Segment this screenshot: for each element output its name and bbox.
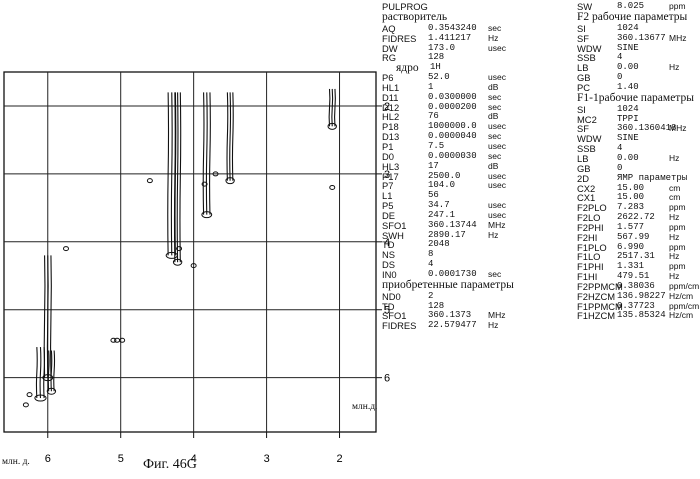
x-tick-label: 6 <box>45 453 51 465</box>
param-key: RG <box>382 53 396 63</box>
contour-blob <box>115 338 120 342</box>
param-row: P17.5usec <box>382 142 582 152</box>
param-row: TD2048 <box>382 240 582 250</box>
param-row: ядро1H <box>382 63 582 73</box>
param-section-heading: растворитель <box>382 12 447 23</box>
y-axis-unit-label: млн.д. <box>352 402 377 412</box>
param-row: растворитель <box>382 12 582 24</box>
x-tick-label: 2 <box>337 453 343 465</box>
contour-streak <box>177 92 178 262</box>
param-row: FIDRES1.411217Hz <box>382 34 582 44</box>
param-row: L156 <box>382 191 582 201</box>
param-row: F1HZCM135.85324Hz/cm <box>577 311 699 321</box>
y-tick-label: 6 <box>384 373 390 385</box>
param-row: DE247.1usec <box>382 211 582 221</box>
param-row: HL276dB <box>382 112 582 122</box>
x-axis-unit-label: млн. д. <box>2 457 30 467</box>
contour-blob <box>23 403 28 407</box>
axis-ticks: 6543223456 <box>45 101 390 465</box>
param-row: P652.0usec <box>382 73 582 83</box>
contour-streak <box>210 92 211 214</box>
param-row: P7104.0usec <box>382 181 582 191</box>
param-section-heading: F2 рабочие параметры <box>577 12 687 23</box>
param-row: TD128 <box>382 302 582 312</box>
param-unit: usec <box>488 44 506 54</box>
contour-streak <box>332 89 333 126</box>
param-unit: Hz <box>669 63 679 73</box>
contour-streak <box>180 92 181 262</box>
plot-grid <box>4 72 376 432</box>
param-row: ND02 <box>382 292 582 302</box>
param-row: DW173.0usec <box>382 44 582 54</box>
param-row: D120.0000200sec <box>382 103 582 113</box>
param-section-heading: приобретенные параметры <box>382 280 514 291</box>
param-row: SFO1360.13744MHz <box>382 221 582 231</box>
param-row: DS4 <box>382 260 582 270</box>
contour-streak <box>206 92 207 214</box>
param-row: LB0.00Hz <box>577 154 699 164</box>
param-row: P534.7usec <box>382 201 582 211</box>
x-tick-label: 3 <box>264 453 270 465</box>
param-row: D00.0000030sec <box>382 152 582 162</box>
param-unit: MHz <box>669 34 686 44</box>
param-row: D130.0000040sec <box>382 132 582 142</box>
param-row: HL11dB <box>382 83 582 93</box>
param-row: F1-1рабочие параметры <box>577 93 699 105</box>
contour-streak <box>171 92 172 255</box>
param-row: P172500.0usec <box>382 172 582 182</box>
contour-blob <box>27 393 32 397</box>
param-unit: usec <box>488 181 506 191</box>
param-unit: Hz/cm <box>669 311 693 321</box>
param-unit: MHz <box>669 124 686 134</box>
figure-caption: Фиг. 46G <box>143 457 197 473</box>
contour-streak <box>40 347 41 398</box>
param-row: LB0.00Hz <box>577 63 699 73</box>
param-row: D110.0300000sec <box>382 93 582 103</box>
param-row: приобретенные параметры <box>382 280 582 292</box>
param-key: F1HZCM <box>577 311 615 321</box>
param-row: NS8 <box>382 250 582 260</box>
contour-streak <box>48 350 49 391</box>
param-row: SWH2890.17Hz <box>382 231 582 241</box>
contour-blob <box>147 179 152 183</box>
contour-blob <box>64 247 69 251</box>
contour-blob <box>330 185 335 189</box>
acquisition-parameters-column: PULPROGрастворительAQ0.3543240secFIDRES1… <box>382 2 582 331</box>
param-section-heading: F1-1рабочие параметры <box>577 93 694 104</box>
param-row: FIDRES 22.579477 Hz <box>382 321 582 331</box>
param-unit: Hz <box>488 231 498 241</box>
contour-streak <box>329 89 330 126</box>
contour-peaks <box>23 89 336 407</box>
param-value: 22.579477 <box>428 321 477 331</box>
param-key: FIDRES <box>382 321 416 331</box>
param-unit: Hz <box>488 321 498 331</box>
param-row: P181000000.0usec <box>382 122 582 132</box>
contour-streak <box>54 350 55 391</box>
param-value: 135.85324 <box>617 311 666 321</box>
contour-streak <box>168 92 169 255</box>
x-tick-label: 5 <box>118 453 124 465</box>
param-unit: Hz <box>669 154 679 164</box>
contour-streak <box>36 347 37 398</box>
contour-streak <box>335 89 336 126</box>
param-row: HL317dB <box>382 162 582 172</box>
processing-parameters-column: SW8.025ppmF2 рабочие параметрыSI1024SF36… <box>577 2 699 321</box>
contour-streak <box>203 92 204 214</box>
